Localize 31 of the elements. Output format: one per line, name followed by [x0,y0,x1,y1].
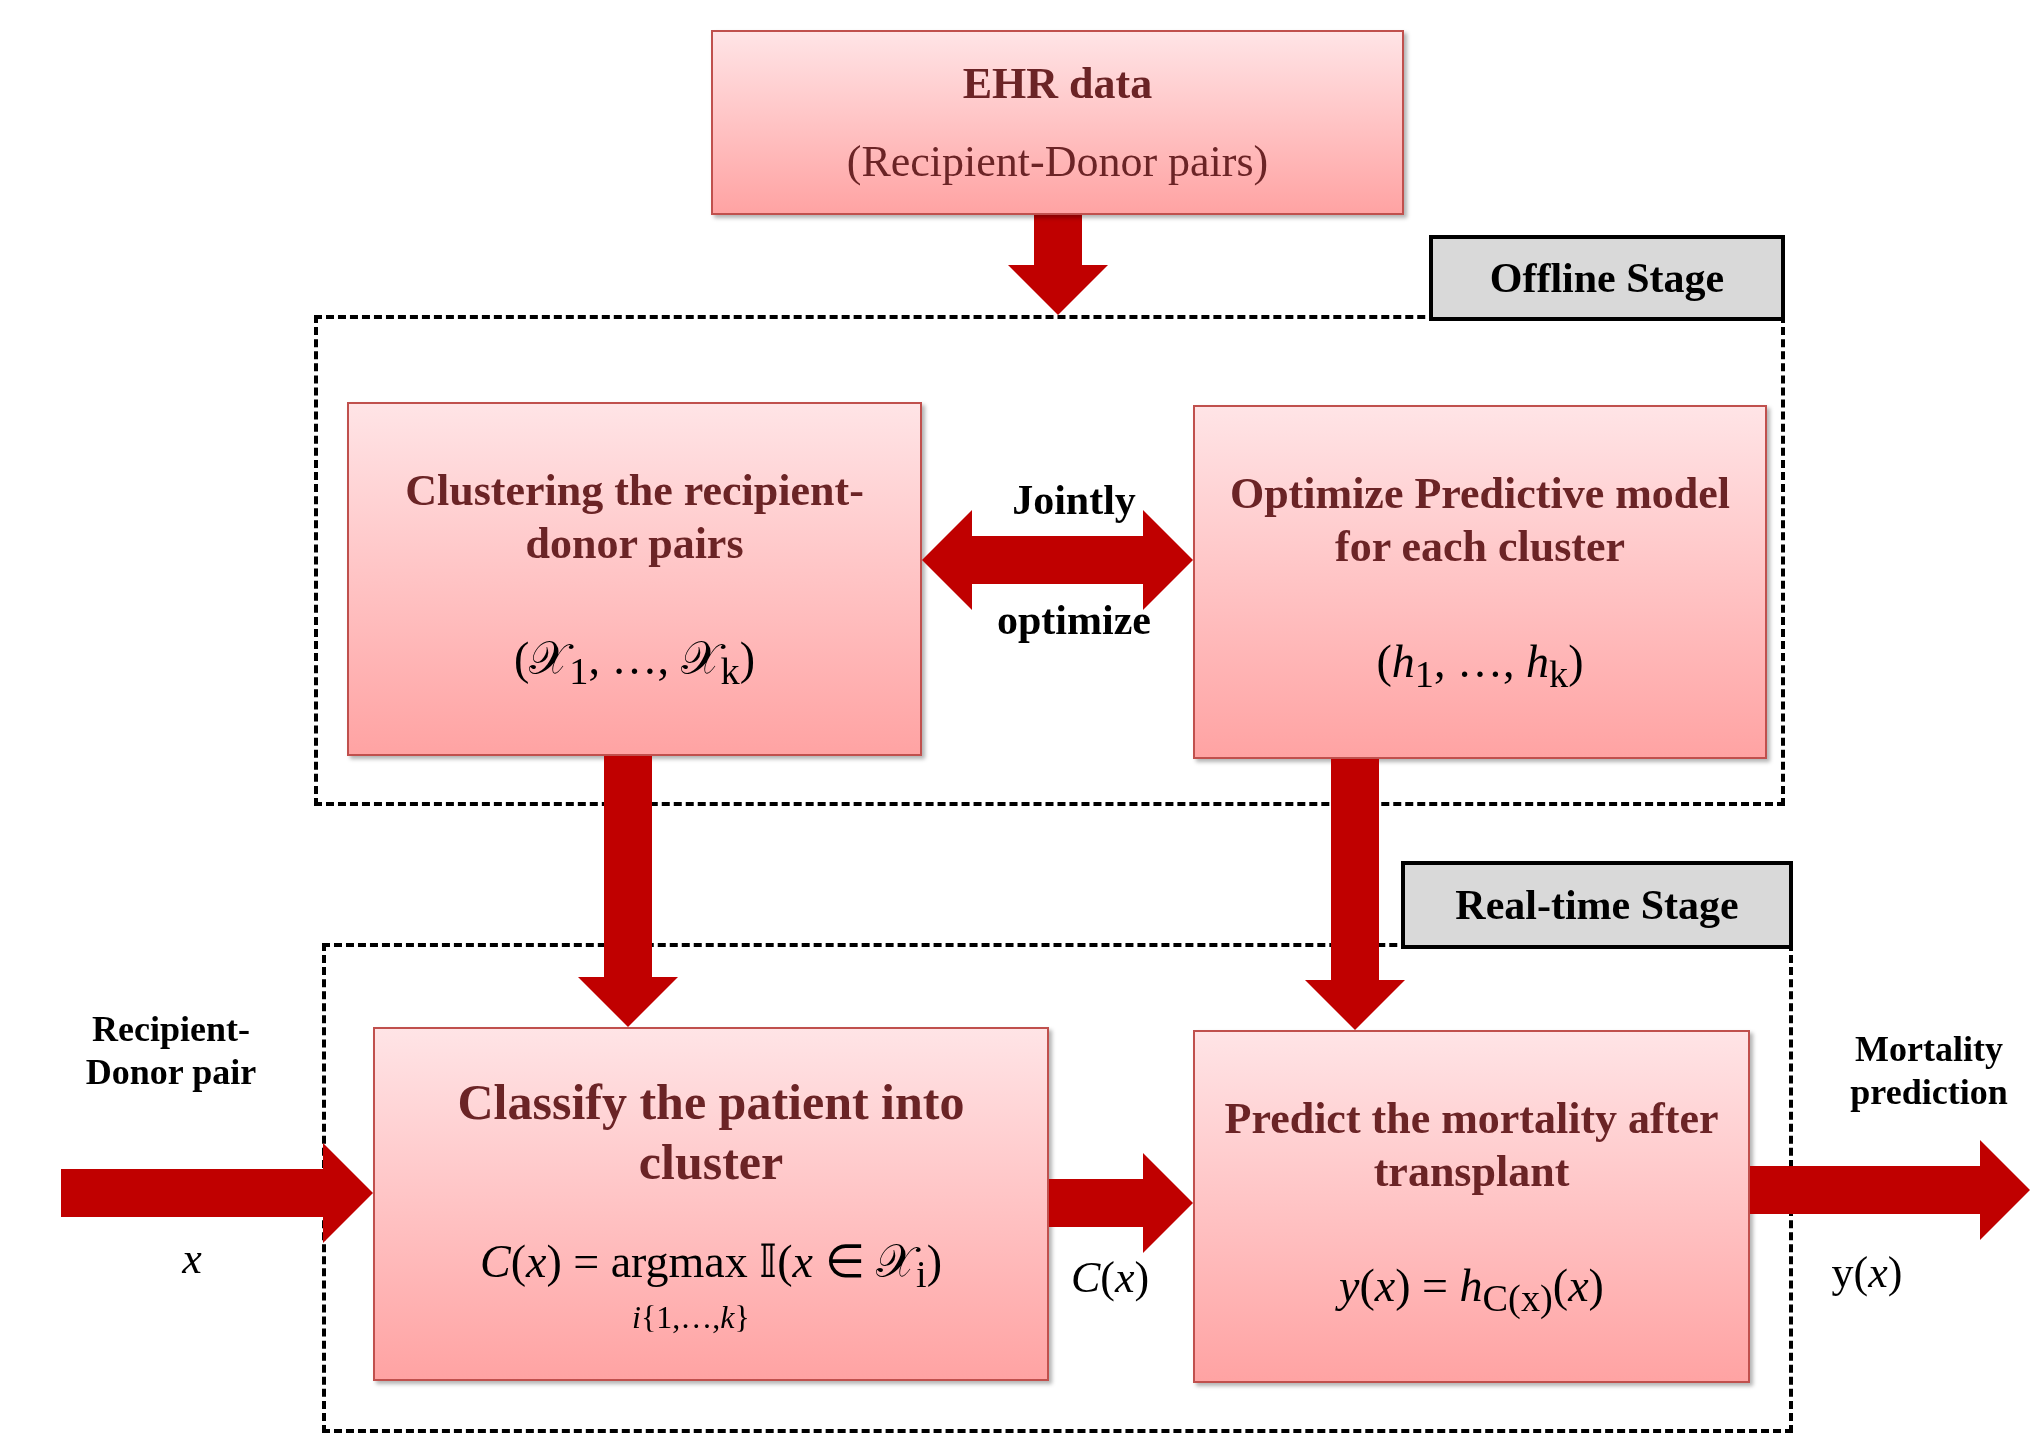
formula: (h$_{1}$, …, h$_{k}$) [1375,634,1585,696]
block-arrow [61,1143,373,1243]
edge-label: Jointly optimize [996,476,1152,645]
block-arrow [1049,1153,1193,1253]
formula: C(x) = argmax 𝕀(x ∈ 𝒳$_{i}$) [479,1235,943,1297]
edge-label: x [182,1232,202,1284]
box-title: Optimize Predictive model for each cluster [1228,468,1732,573]
box-text: (Recipient-Donor pairs) [845,136,1270,188]
formula: (𝒳$_{1}$, …, 𝒳$_{k}$) [513,631,756,693]
stage-label: Real-time Stage [1401,861,1793,949]
edge-label: C(x) [1070,1251,1150,1303]
block-arrow [1750,1140,2030,1240]
formula: y(x) = h$_{C(x)}$(x) [1323,1259,1620,1321]
edge-label: y(x) [1831,1246,1903,1298]
io-label: Recipient-Donor pair [84,1008,258,1095]
block-arrow [578,756,678,1027]
block-arrow [1008,215,1108,315]
process-box [1193,405,1767,759]
box-title: EHR data [961,57,1154,110]
block-arrow [1305,759,1405,1030]
process-box [1193,1030,1750,1383]
process-box [347,402,922,756]
stage-label: Offline Stage [1429,235,1785,321]
box-title: Predict the mortality after transplant [1223,1092,1720,1198]
box-title: Classify the patient into cluster [456,1072,966,1192]
block-arrow [922,510,1193,610]
process-box [373,1027,1049,1381]
io-label: Mortality prediction [1849,1028,2009,1115]
box-title: Clustering the recipient-donor pairs [404,465,865,570]
formula-subscript: i{1,…,k} [631,1299,751,1337]
process-box [711,30,1404,215]
